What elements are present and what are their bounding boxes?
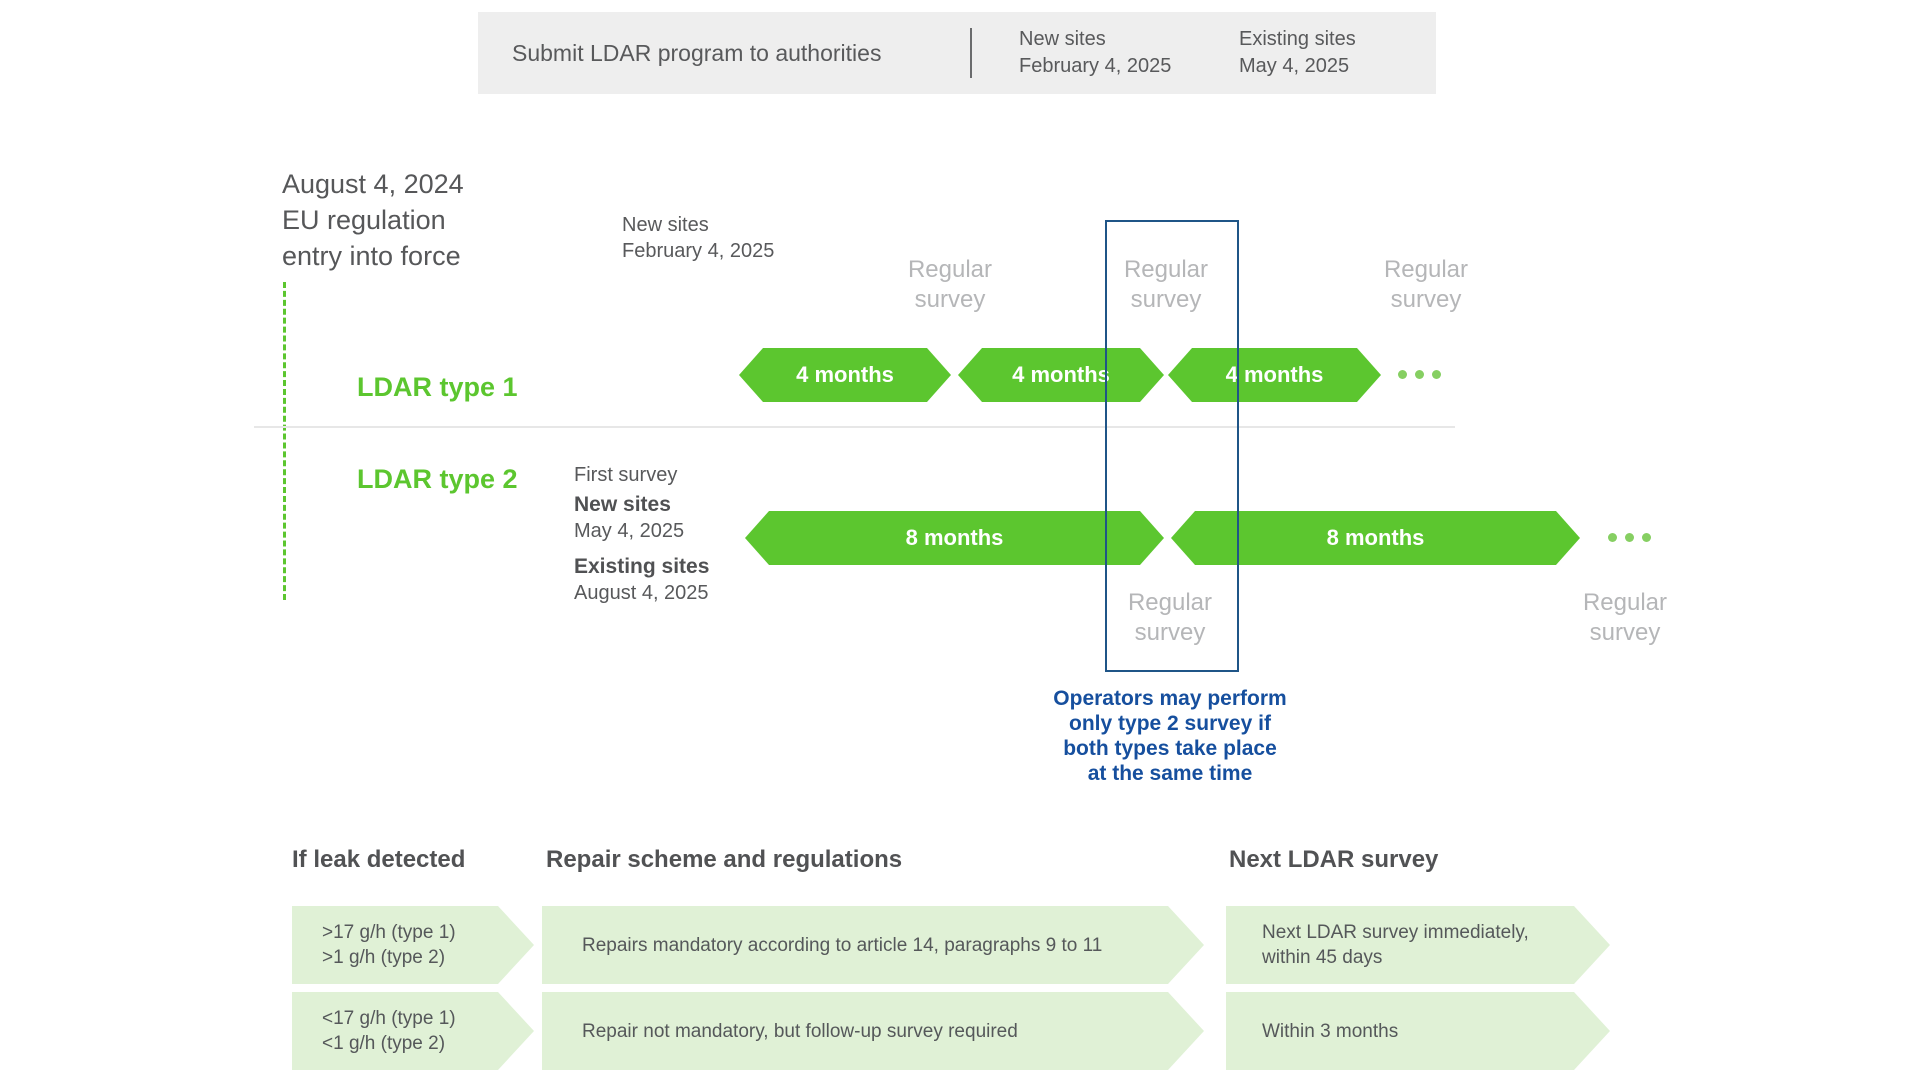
submit-banner (478, 12, 1436, 94)
type2-segment-arrow: 8 months (1171, 511, 1580, 565)
type1-start-note: New sites February 4, 2025 (622, 212, 774, 264)
intro-line: August 4, 2024 (282, 169, 464, 199)
regular-survey-label: Regular survey (1582, 589, 1668, 646)
banner-new-sites-label: New sites (1019, 28, 1106, 50)
type1-segment-arrow: 4 months (1168, 348, 1381, 402)
banner-title: Submit LDAR program to authorities (512, 39, 882, 66)
regular-survey-label: Regular survey (1127, 589, 1213, 646)
banner-existing-sites-date: May 4, 2025 (1239, 55, 1350, 77)
intro-line: EU regulation (282, 205, 446, 235)
intro-line: entry into force (282, 241, 461, 271)
row-divider (254, 426, 1455, 428)
repair-text: Repairs mandatory according to article 1… (582, 934, 1103, 956)
callout-line: Operators may perform (1053, 687, 1287, 710)
simultaneous-survey-box (1105, 220, 1239, 672)
leak-line: >1 g/h (type 2) (322, 947, 446, 968)
legend-header-leak: If leak detected (292, 846, 466, 873)
callout-line: only type 2 survey if (1069, 712, 1271, 735)
type1-segment-arrow: 4 months (739, 348, 951, 402)
type1-start-label: New sites (622, 214, 709, 236)
callout-line: at the same time (1087, 762, 1253, 785)
regular-survey-label: Regular survey (907, 256, 993, 313)
leak-line: >17 g/h (type 1) (322, 922, 456, 943)
ldar-type-1-label: LDAR type 1 (357, 372, 518, 402)
legend-header-repair: Repair scheme and regulations (546, 846, 903, 873)
repair-scheme-cell: Repair not mandatory, but follow-up surv… (542, 992, 1204, 1070)
ellipsis-icon (1398, 370, 1441, 379)
type2-existing-sites-label: Existing sites (574, 555, 710, 578)
next-line: Within 3 months (1262, 1020, 1399, 1042)
regular-survey-label: Regular survey (1383, 256, 1469, 313)
repair-text: Repair not mandatory, but follow-up surv… (582, 1020, 1018, 1042)
next-line: Next LDAR survey immediately, (1262, 922, 1529, 943)
banner-new-sites-date: February 4, 2025 (1019, 55, 1172, 77)
leak-line: <17 g/h (type 1) (322, 1008, 456, 1029)
regular-survey-label: Regular survey (1123, 256, 1209, 313)
first-survey-title: First survey (574, 464, 678, 486)
entry-into-force-dashed-line (283, 282, 286, 600)
leak-threshold-cell: <17 g/h (type 1) <1 g/h (type 2) (292, 992, 534, 1070)
legend-header-next: Next LDAR survey (1229, 846, 1439, 873)
ellipsis-icon (1608, 533, 1651, 542)
next-line: within 45 days (1262, 947, 1383, 968)
type2-segment-arrow: 8 months (745, 511, 1164, 565)
type2-first-survey-note: First survey New sites May 4, 2025 Exist… (574, 462, 709, 606)
type2-existing-sites-date: August 4, 2025 (574, 582, 709, 604)
banner-existing-sites-label: Existing sites (1239, 28, 1356, 50)
banner-existing-sites: Existing sites May 4, 2025 (1239, 12, 1356, 94)
simultaneous-survey-callout: Operators may perform only type 2 survey… (1045, 686, 1295, 786)
leak-line: <1 g/h (type 2) (322, 1033, 446, 1054)
regulation-entry-note: August 4, 2024 EU regulation entry into … (282, 166, 464, 274)
type1-start-date: February 4, 2025 (622, 240, 775, 262)
next-survey-cell: Next LDAR survey immediately, within 45 … (1226, 906, 1610, 984)
banner-new-sites: New sites February 4, 2025 (1019, 12, 1171, 94)
repair-scheme-cell: Repairs mandatory according to article 1… (542, 906, 1204, 984)
next-survey-cell: Within 3 months (1226, 992, 1610, 1070)
callout-line: both types take place (1063, 737, 1277, 760)
type2-new-sites-label: New sites (574, 493, 671, 516)
ldar-type-2-label: LDAR type 2 (357, 464, 518, 494)
divider (970, 28, 972, 78)
type2-new-sites-date: May 4, 2025 (574, 520, 685, 542)
leak-threshold-cell: >17 g/h (type 1) >1 g/h (type 2) (292, 906, 534, 984)
type1-segment-arrow: 4 months (958, 348, 1164, 402)
